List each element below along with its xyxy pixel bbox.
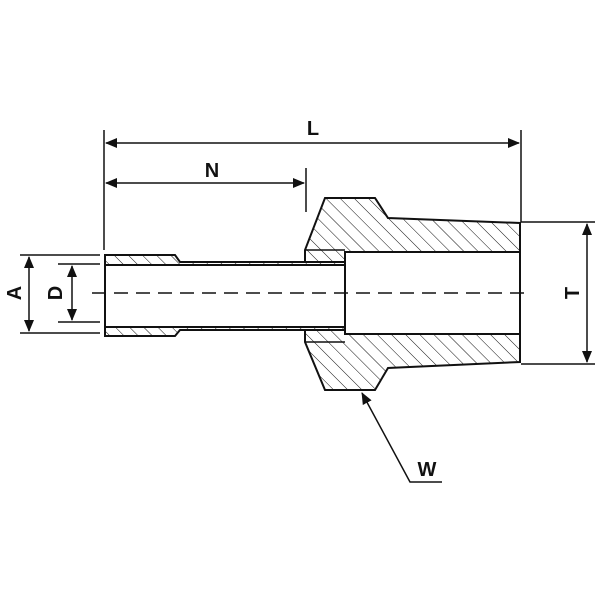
label-D: D [45, 286, 67, 300]
label-N: N [205, 160, 219, 182]
extension-lines [20, 130, 595, 365]
label-L: L [307, 118, 319, 140]
label-T: T [562, 287, 584, 299]
label-W: W [418, 459, 437, 481]
bore [104, 264, 346, 328]
leader-line-W [361, 392, 442, 483]
fitting-section [104, 197, 521, 391]
label-A: A [4, 286, 26, 300]
